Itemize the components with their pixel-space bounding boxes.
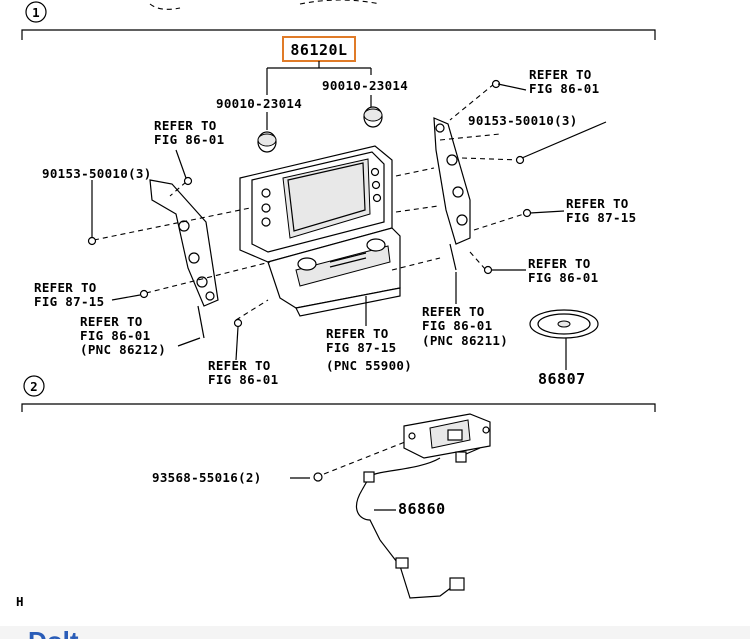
section-2-bracket [21,403,656,412]
disc [529,309,599,339]
refer-top-left-line2[interactable]: FIG 86-01 [154,132,224,147]
section-2-number: 2 [30,379,38,394]
refer-top-right-line1: REFER TO [529,67,592,82]
refer-right-1-line1: REFER TO [566,196,629,211]
refer-center-line1: REFER TO [326,326,389,341]
refer-center-line3: (PNC 55900) [326,358,412,373]
top-cropped-outline [149,0,381,10]
sensor-module [403,413,491,459]
part-90010-left[interactable]: 90010-23014 [216,96,302,111]
refer-center-right-line2[interactable]: FIG 86-01 [422,318,492,333]
part-number-86120L[interactable]: 86120L [290,41,347,59]
refer-right-2-line2[interactable]: FIG 86-01 [528,270,598,285]
screws [87,79,532,328]
refer-left-2-line2[interactable]: FIG 86-01 [80,328,150,343]
part-90153-right[interactable]: 90153-50010(3) [468,113,578,128]
section-1-bracket [21,29,656,40]
refer-bottom-left-line1: REFER TO [208,358,271,373]
refer-left-2-line1: REFER TO [80,314,143,329]
radio-unit [239,145,401,317]
refer-center-line2[interactable]: FIG 87-15 [326,340,396,355]
right-bracket [433,117,471,271]
footer-fragment-text: Dolt [28,628,79,639]
refer-bottom-left-line2[interactable]: FIG 86-01 [208,372,278,387]
refer-right-2-line1: REFER TO [528,256,591,271]
knob-right [363,106,383,128]
refer-center-right-line1: REFER TO [422,304,485,319]
cable-harness [356,447,481,599]
section-1-number: 1 [32,5,40,20]
refer-top-left-line1: REFER TO [154,118,217,133]
part-93568[interactable]: 93568-55016(2) [152,470,262,485]
part-86807[interactable]: 86807 [538,370,586,388]
footer-strip: Dolt [0,626,750,639]
section-1-marker: 1 [25,1,47,23]
refer-left-2-line3: (PNC 86212) [80,342,166,357]
knob-left [257,131,277,153]
left-bracket [149,179,219,339]
section-2-marker: 2 [23,375,45,397]
refer-left-1-line2[interactable]: FIG 87-15 [34,294,104,309]
parts-diagram: 1 86120L 90010-23014 90010-23014 [16,0,656,609]
part-86860[interactable]: 86860 [398,500,446,518]
refer-left-1-line1: REFER TO [34,280,97,295]
refer-top-right-line2[interactable]: FIG 86-01 [529,81,599,96]
part-90010-right[interactable]: 90010-23014 [322,78,408,93]
refer-right-1-line2[interactable]: FIG 87-15 [566,210,636,225]
mounting-lines [93,83,525,321]
part-90153-left[interactable]: 90153-50010(3) [42,166,152,181]
corner-mark: H [16,594,24,609]
refer-center-right-line3: (PNC 86211) [422,333,508,348]
